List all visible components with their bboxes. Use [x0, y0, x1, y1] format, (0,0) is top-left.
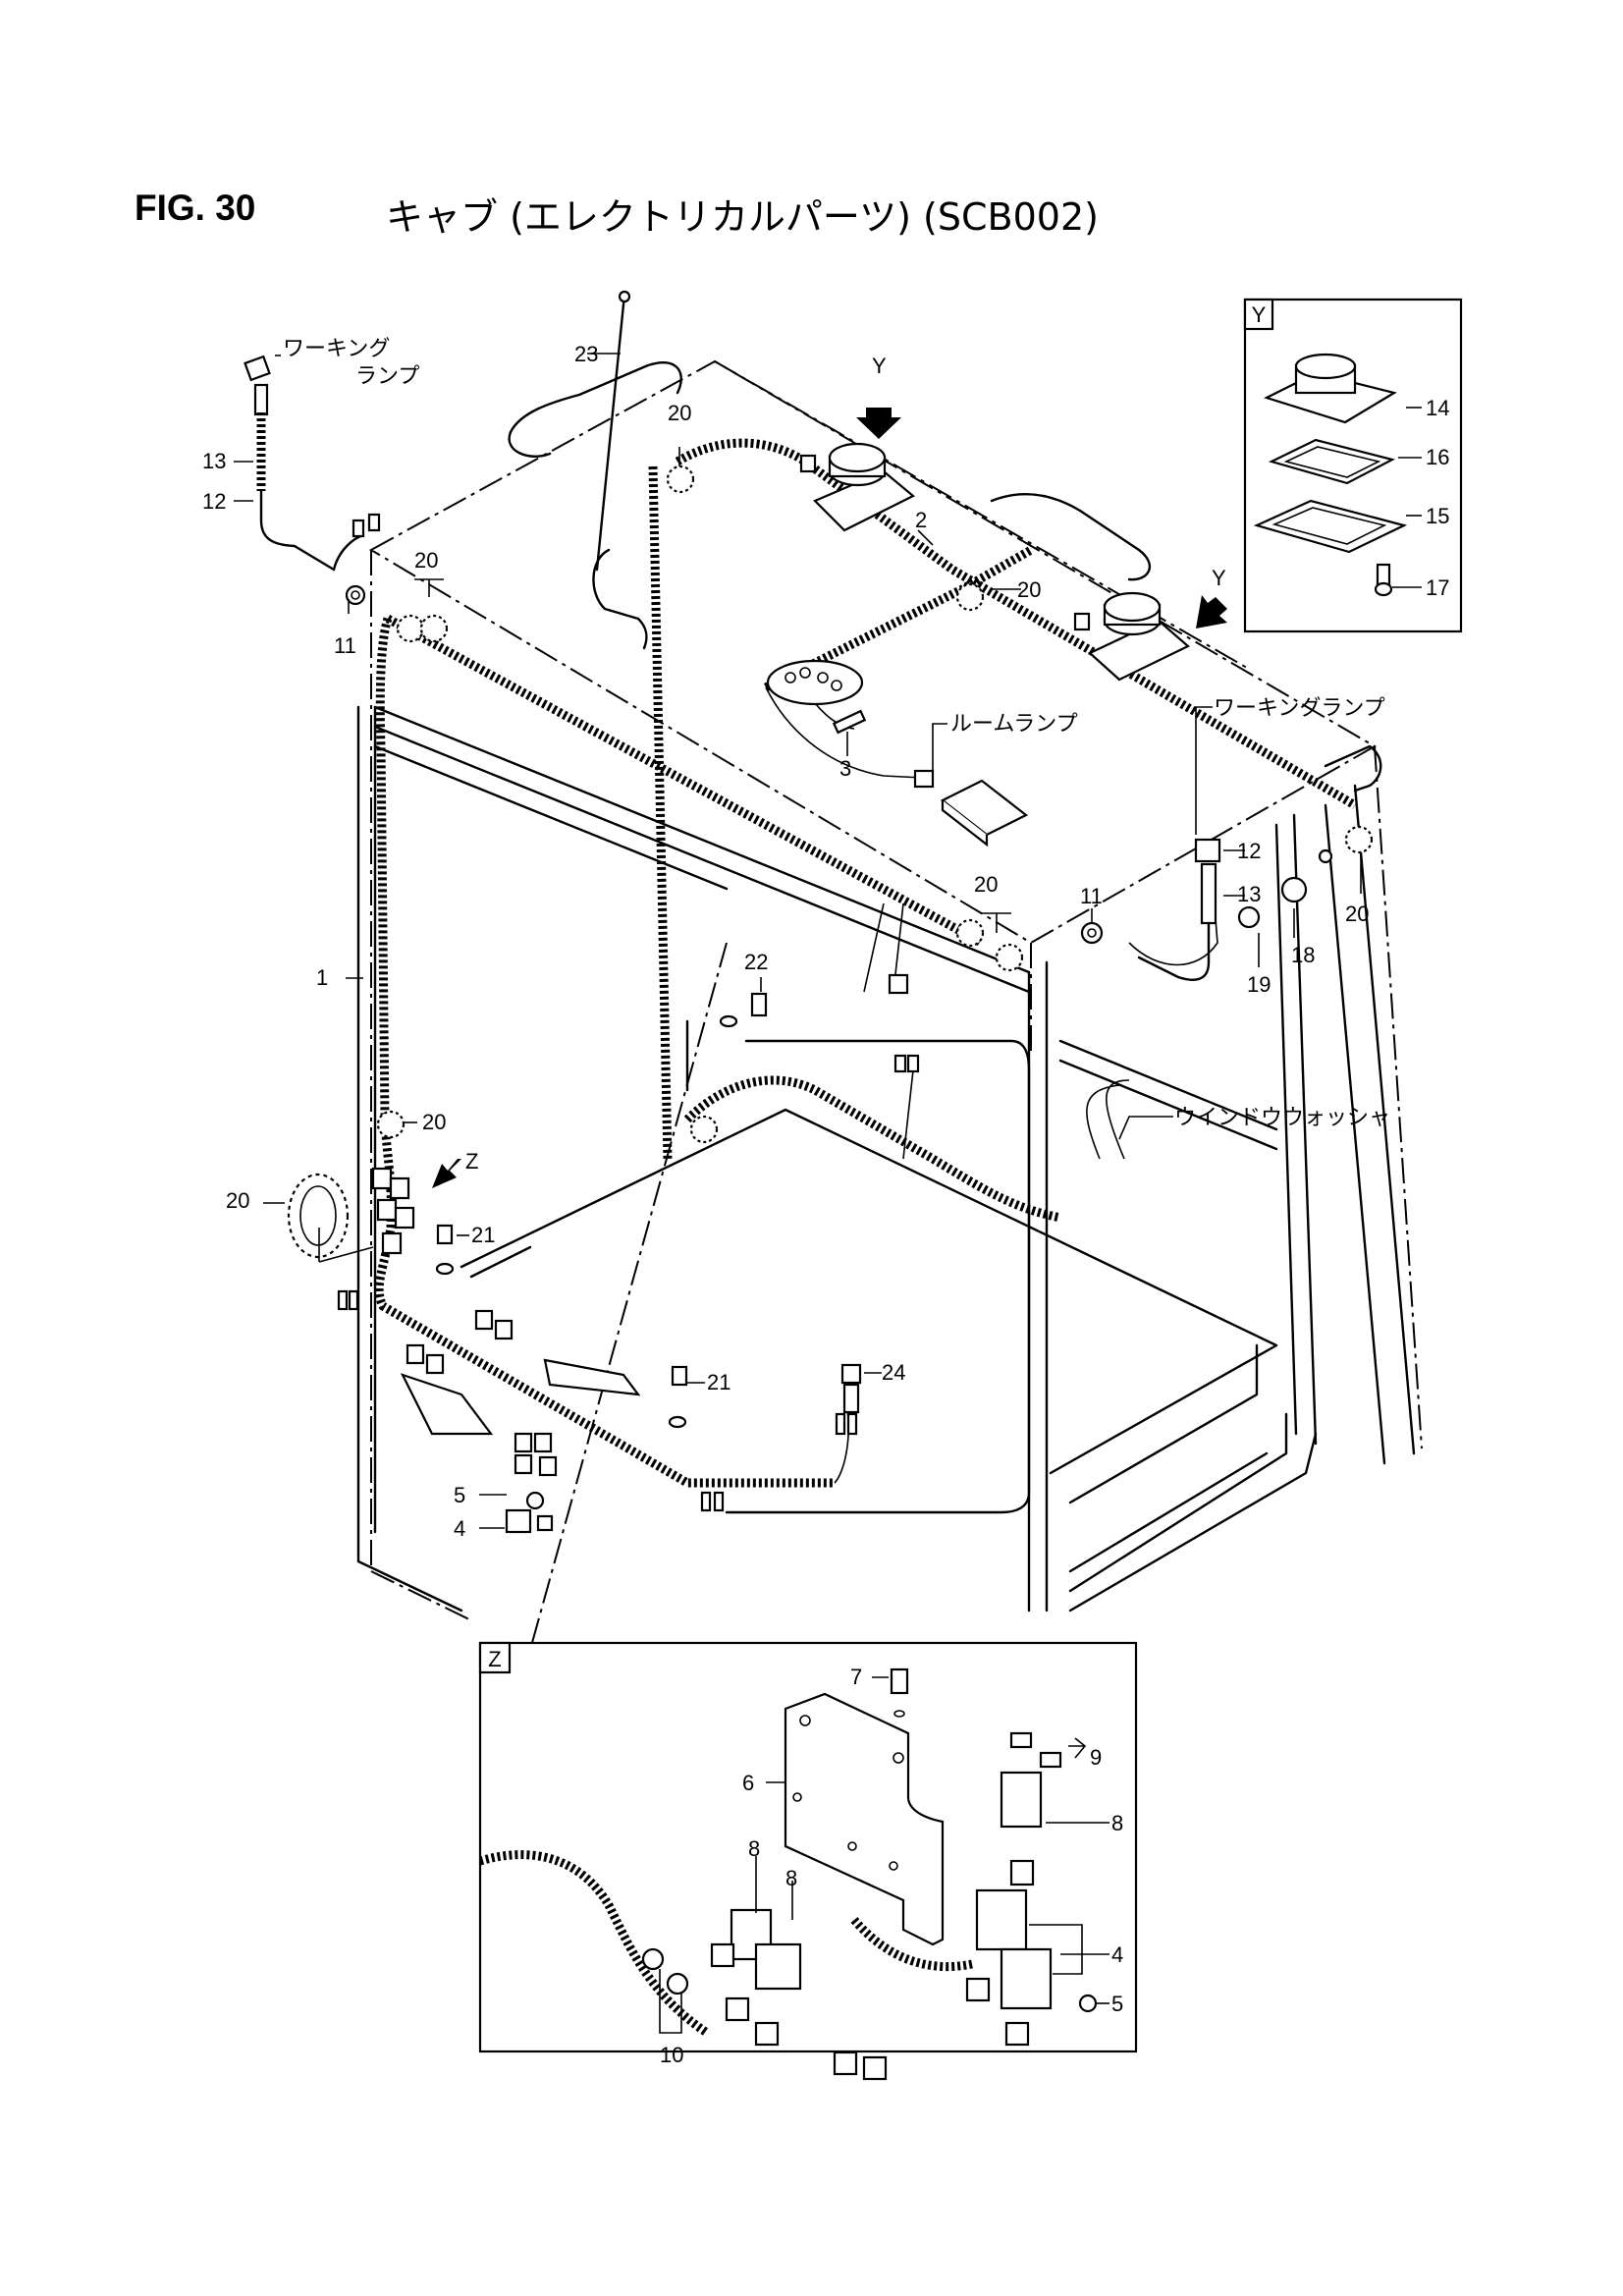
harness-clamps — [287, 465, 1374, 1259]
label-working-lamp-left-1: ワーキング — [283, 337, 390, 361]
callout-11-right: 11 — [1080, 884, 1103, 908]
callout-17: 17 — [1426, 575, 1449, 600]
room-lamp — [913, 769, 1029, 847]
figure-header: FIG. 30 キャブ (エレクトリカルパーツ) (SCB002) — [0, 0, 1623, 255]
view-arrows — [432, 408, 1227, 1188]
wire-harness-antenna — [592, 293, 648, 650]
figure-title: キャブ (エレクトリカルパーツ) (SCB002) — [386, 195, 1099, 239]
inset-z-callout-6: 6 — [742, 1771, 754, 1795]
view-marker-labels: Y Y Z — [465, 354, 1226, 1174]
callout-19: 19 — [1247, 972, 1271, 997]
callout-4: 4 — [454, 1516, 465, 1541]
bolts — [435, 848, 1333, 1436]
callout-20-c: 20 — [1017, 577, 1041, 602]
inset-z-tag: Z — [488, 1647, 501, 1671]
cab-frame — [356, 359, 1423, 1651]
inset-z-callout-9: 9 — [1090, 1745, 1102, 1770]
view-marker-z: Z — [465, 1149, 478, 1174]
antenna-tip — [618, 290, 631, 303]
view-marker-y-2: Y — [1212, 566, 1226, 590]
rear-connectors — [337, 973, 920, 1512]
connector-hub — [766, 659, 867, 735]
callout-18: 18 — [1291, 943, 1315, 967]
front-panel-relays — [371, 1167, 641, 1534]
callout-21-b: 21 — [707, 1370, 730, 1394]
callout-15: 15 — [1426, 504, 1449, 528]
leader-lines — [234, 353, 1362, 1529]
label-room-lamp: ルームランプ — [950, 712, 1078, 737]
callout-20-f: 20 — [422, 1110, 446, 1134]
callout-16: 16 — [1426, 445, 1449, 469]
callout-24: 24 — [882, 1360, 905, 1385]
inset-z-callout-8-left: 8 — [748, 1836, 760, 1861]
working-lamp-left — [243, 355, 381, 606]
callout-23: 23 — [574, 342, 598, 366]
callout-2: 2 — [915, 508, 927, 532]
callout-14: 14 — [1426, 396, 1449, 420]
callout-13-right: 13 — [1237, 882, 1261, 906]
callout-22: 22 — [744, 950, 768, 974]
inset-y-tag: Y — [1252, 302, 1267, 327]
callout-11-left: 11 — [334, 633, 356, 658]
callout-20-g: 20 — [226, 1188, 249, 1213]
inset-z-callout-7: 7 — [850, 1665, 862, 1689]
inset-z-tag-box — [478, 1641, 512, 1674]
inset-z-callouts: 7 9 8 6 8 8 4 5 10 — [660, 1665, 1123, 2067]
callout-5: 5 — [454, 1483, 465, 1507]
speaker-front — [1073, 591, 1190, 682]
inset-z-callout-5: 5 — [1111, 1992, 1123, 2016]
callout-12-left: 12 — [202, 489, 226, 514]
inset-y: Y — [1243, 298, 1463, 633]
label-window-washer: ウインドウウォッシャ — [1174, 1106, 1390, 1130]
inset-y-tag-box — [1243, 298, 1274, 331]
callout-20-d: 20 — [1345, 902, 1369, 926]
label-working-lamp-right: ワーキングランプ — [1214, 696, 1385, 721]
part-name-labels: ワーキング ランプ ワーキングランプ ルームランプ ウインドウウォッシャ — [283, 337, 1390, 1130]
callout-12-right: 12 — [1237, 839, 1261, 863]
callout-13-left: 13 — [202, 449, 226, 473]
label-working-lamp-left-2: ランプ — [355, 364, 419, 389]
inset-z-callout-4: 4 — [1111, 1942, 1123, 1967]
inset-z: Z — [478, 1641, 1138, 2081]
callout-labels: 23 13 12 11 20 20 2 20 3 12 13 11 20 19 … — [202, 342, 1449, 1541]
inset-z-callout-8-mid: 8 — [785, 1866, 797, 1890]
inset-z-callout-8-right: 8 — [1111, 1811, 1123, 1835]
speaker-rear — [799, 442, 915, 532]
callout-20-e: 20 — [974, 872, 998, 897]
callout-1: 1 — [316, 965, 328, 990]
figure-number: FIG. 30 — [135, 188, 256, 228]
callout-3: 3 — [839, 756, 851, 781]
working-lamp-right — [1080, 838, 1221, 981]
callout-20-b: 20 — [668, 401, 691, 425]
callout-20-a: 20 — [414, 548, 438, 573]
view-marker-y-1: Y — [872, 354, 887, 378]
callout-21-a: 21 — [471, 1223, 495, 1247]
inset-z-callout-10: 10 — [660, 2043, 683, 2067]
